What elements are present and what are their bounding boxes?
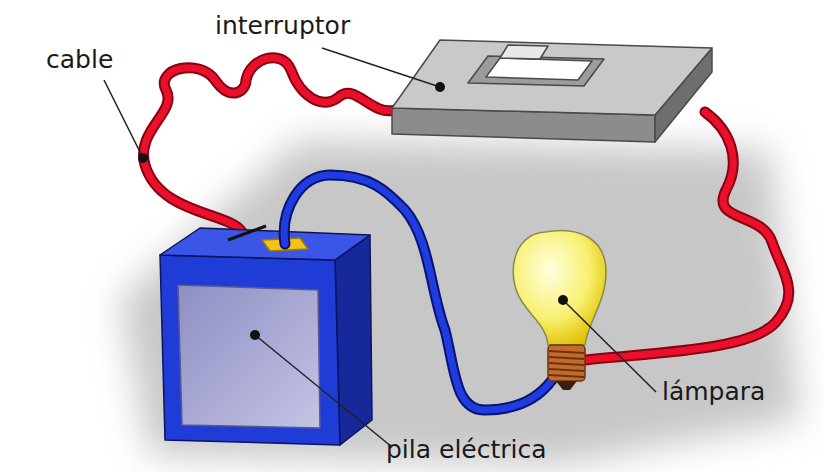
red-wire bbox=[585, 112, 789, 360]
lamp-thread bbox=[549, 363, 584, 365]
part-label: interruptor bbox=[215, 12, 350, 40]
lamp-thread bbox=[549, 369, 584, 371]
battery bbox=[160, 228, 372, 445]
part-label: pila eléctrica bbox=[386, 436, 547, 464]
leader-dot bbox=[138, 82, 568, 340]
red-wire bbox=[143, 58, 395, 232]
part-label: lámpara bbox=[662, 378, 765, 406]
leader-line bbox=[104, 48, 656, 447]
lamp bbox=[513, 231, 606, 390]
lamp-thread bbox=[549, 375, 584, 377]
switch bbox=[392, 40, 712, 142]
blue-wire bbox=[284, 175, 552, 410]
lamp-thread bbox=[549, 351, 584, 353]
shadow bbox=[120, 140, 800, 465]
battery-terminal bbox=[228, 226, 266, 240]
lamp-thread bbox=[549, 357, 584, 359]
part-label: cable bbox=[46, 46, 113, 74]
